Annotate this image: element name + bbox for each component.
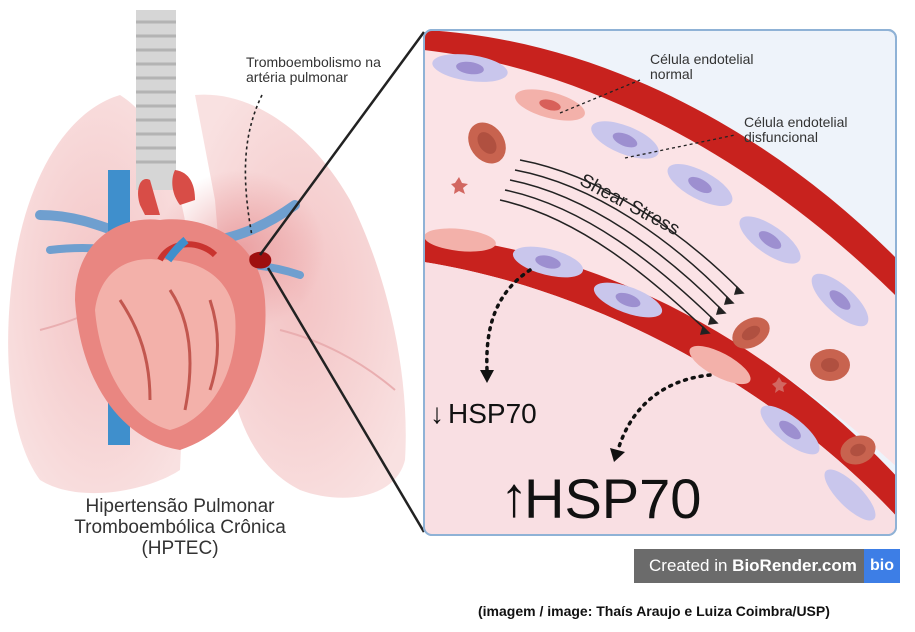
hsp70-down-arrow: ↓ — [430, 398, 444, 429]
biorender-badge: Created in BioRender.com bio — [634, 549, 900, 583]
hsp70-up-arrow: ↑ — [500, 465, 528, 528]
thrombo-label: Tromboembolismo na artéria pulmonar — [246, 54, 381, 85]
image-credit: (imagem / image: Thaís Araujo e Luiza Co… — [478, 603, 830, 619]
badge-text: Created in BioRender.com — [634, 556, 857, 576]
endothelial-cells-bottom — [424, 228, 876, 521]
vessel-zoom — [424, 30, 896, 535]
trachea — [136, 10, 176, 190]
hsp70-down-label: HSP70 — [448, 398, 537, 429]
shear-flow-lines — [499, 159, 745, 335]
zoom-line-bottom — [266, 267, 426, 533]
title-line-2: Tromboembólica Crônica — [74, 517, 286, 538]
dysfunctional-cell-label: Célula endotelial disfuncional — [744, 114, 848, 145]
hsp70-up-label: HSP70 — [524, 467, 702, 530]
platelets — [451, 177, 787, 393]
biorender-logo-icon: bio — [864, 549, 900, 583]
diagram-title: Hipertensão Pulmonar Tromboembólica Crôn… — [50, 496, 310, 559]
title-line-3: (HPTEC) — [141, 538, 219, 559]
heart — [75, 170, 266, 450]
dotted-arrows — [485, 268, 712, 452]
endothelial-cells-top — [432, 54, 869, 327]
thrombus — [249, 251, 272, 269]
badge-brand: BioRender.com — [732, 556, 857, 575]
red-blood-cells — [468, 122, 876, 465]
zoom-line-top — [258, 31, 426, 256]
title-line-1: Hipertensão Pulmonar — [85, 496, 275, 517]
badge-prefix: Created in — [649, 556, 733, 575]
normal-cell-label: Célula endotelial normal — [650, 51, 754, 82]
thrombo-pointer — [244, 94, 263, 237]
